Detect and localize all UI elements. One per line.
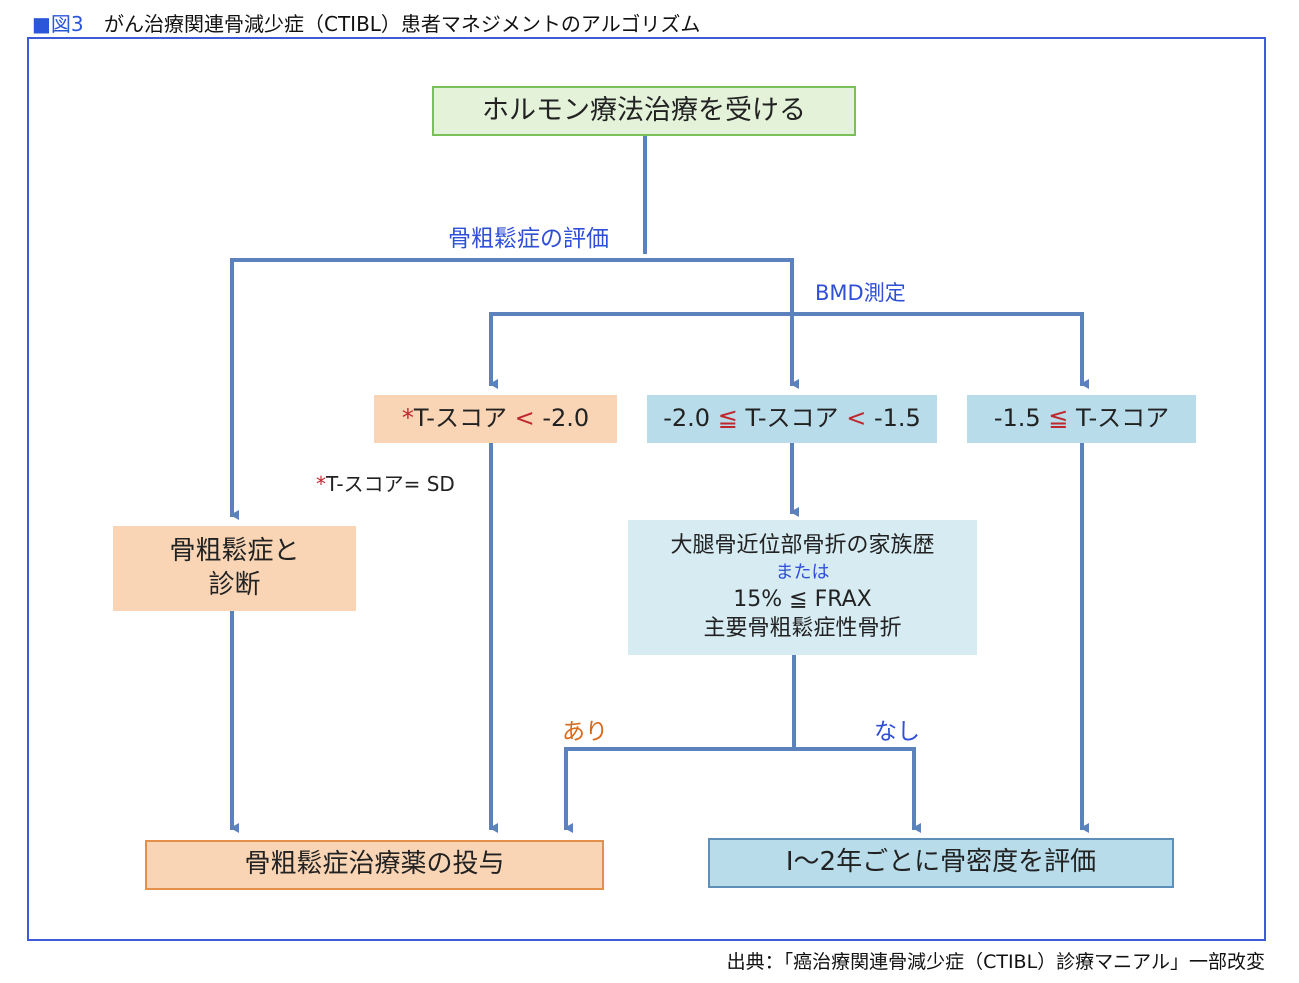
- no-label: なし: [874, 719, 920, 745]
- t-high-label: T-スコア: [1076, 404, 1170, 433]
- monitoring-label: I〜2年ごとに骨密度を評価: [785, 847, 1097, 878]
- t-score-mid-text: -2.0 ≦ T-スコア < -1.5: [663, 403, 921, 434]
- treatment-box: 骨粗鬆症治療薬の投与: [145, 840, 604, 890]
- fracture-risk-box: 大腿骨近位部骨折の家族歴 または 15% ≦ FRAX 主要骨粗鬆症性骨折: [628, 520, 977, 655]
- bmd-label: BMD測定: [815, 281, 906, 305]
- t-mid-low: -2.0: [663, 404, 711, 433]
- t-score-low-box: *T-スコア < -2.0: [374, 395, 617, 443]
- footnote-text: T-スコア= SD: [326, 472, 455, 496]
- t-score-mid-box: -2.0 ≦ T-スコア < -1.5: [647, 395, 937, 443]
- t-score-high-box: -1.5 ≦ T-スコア: [967, 395, 1196, 443]
- osteoporosis-diagnosis-box: 骨粗鬆症と 診断: [113, 526, 356, 611]
- yes-label: あり: [562, 719, 608, 745]
- t-low-star: *: [401, 404, 414, 433]
- risk-line-3: 主要骨粗鬆症性骨折: [703, 616, 902, 642]
- start-box: ホルモン療法治療を受ける: [432, 86, 856, 136]
- t-mid-high: -1.5: [873, 404, 921, 433]
- figure-title: ■図3 がん治療関連骨減少症（CTIBL）患者マネジメントのアルゴリズム: [32, 8, 700, 37]
- t-mid-operator-1: ≦: [717, 404, 738, 433]
- t-low-label: T-スコア: [413, 404, 507, 433]
- source-citation: 出典：「癌治療関連骨減少症（CTIBL）診療マニアル」一部改変: [726, 951, 1265, 973]
- figure-marker: ■図3: [32, 12, 84, 36]
- risk-line-2: 15% ≦ FRAX: [733, 586, 872, 612]
- t-low-operator: <: [514, 404, 535, 433]
- figure-title-text: がん治療関連骨減少症（CTIBL）患者マネジメントのアルゴリズム: [103, 12, 701, 36]
- t-score-footnote: *T-スコア= SD: [316, 468, 455, 497]
- risk-line-1: 大腿骨近位部骨折の家族歴: [670, 532, 935, 558]
- osteo-eval-label: 骨粗鬆症の評価: [448, 226, 609, 252]
- diagnosis-line-2: 診断: [208, 569, 261, 600]
- t-mid-operator-2: <: [846, 404, 867, 433]
- footnote-star: *: [316, 472, 326, 496]
- diagnosis-line-1: 骨粗鬆症と: [169, 535, 300, 566]
- diagram-frame: [27, 37, 1266, 941]
- risk-or: または: [775, 561, 830, 583]
- start-label: ホルモン療法治療を受ける: [482, 95, 806, 127]
- t-score-low-text: *T-スコア < -2.0: [402, 403, 589, 434]
- t-score-high-text: -1.5 ≦ T-スコア: [994, 403, 1169, 434]
- treatment-label: 骨粗鬆症治療薬の投与: [244, 849, 505, 880]
- monitoring-box: I〜2年ごとに骨密度を評価: [708, 838, 1174, 888]
- t-high-low: -1.5: [993, 404, 1041, 433]
- t-mid-label: T-スコア: [745, 404, 839, 433]
- t-high-operator: ≦: [1048, 404, 1069, 433]
- t-low-value: -2.0: [542, 404, 590, 433]
